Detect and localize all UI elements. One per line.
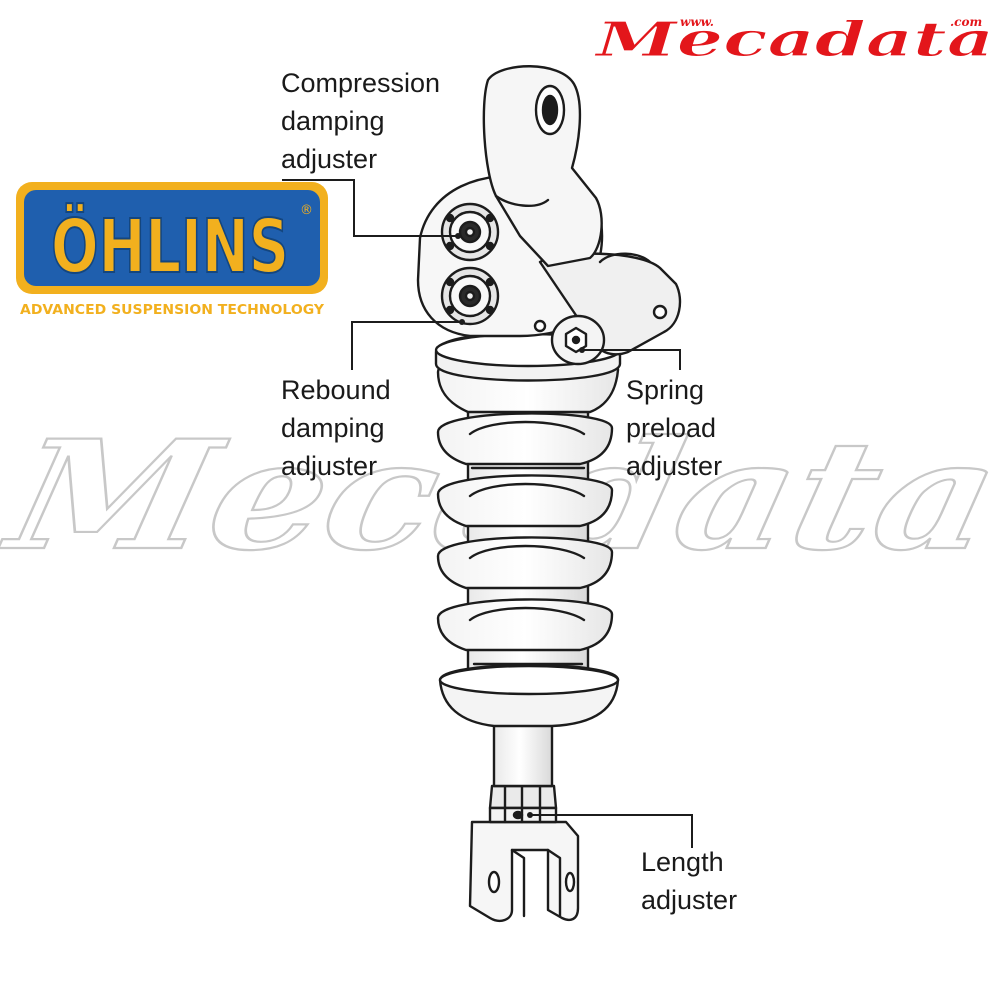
label-line: Rebound	[281, 375, 391, 405]
label-line: Compression	[281, 68, 441, 98]
callout-lines	[282, 179, 693, 848]
label-line: adjuster	[626, 451, 723, 481]
ohlins-tagline: ADVANCED SUSPENSION TECHNOLOGY	[20, 303, 325, 318]
rebound-damping-adjuster-label: Rebound damping adjuster	[281, 371, 391, 485]
ohlins-badge: ÖHLINS ® ADVANCED SUSPENSION TECHNOLOGY	[16, 182, 328, 318]
label-line: preload	[626, 413, 717, 443]
label-line: Length	[641, 847, 724, 877]
spring-preload-adjuster-knob	[533, 314, 606, 366]
shock-body	[416, 65, 682, 922]
compression-leader	[282, 179, 458, 237]
piston-rod	[492, 720, 554, 788]
label-line: adjuster	[641, 885, 738, 915]
label-line: Spring	[626, 375, 705, 405]
length-adjuster-nut	[488, 784, 558, 824]
mecadata-com-text: .com	[950, 15, 982, 29]
ohlins-logo-text: ÖHLINS	[51, 202, 289, 290]
rebound-adjuster-knob	[440, 266, 500, 326]
spring-preload-adjuster-label: Spring preload adjuster	[626, 371, 722, 485]
length-adjuster-label: Length adjuster	[641, 843, 737, 919]
label-line: damping	[281, 413, 385, 443]
label-line: damping	[281, 106, 385, 136]
ohlins-badge-panel	[24, 190, 320, 286]
label-line: adjuster	[281, 144, 378, 174]
top-eye-mount	[482, 65, 603, 268]
mecadata-logo: Mecadata www. .com	[592, 12, 994, 69]
spring-preload-leader	[582, 349, 681, 370]
rebound-leader	[351, 321, 462, 370]
lower-clevis	[468, 820, 580, 922]
compression-damping-adjuster-label: Compression damping adjuster	[281, 64, 440, 178]
mecadata-logo-text: Mecadata	[593, 12, 994, 68]
compression-adjuster-knob	[440, 202, 500, 262]
length-leader	[530, 814, 693, 848]
ohlins-registered-mark: ®	[300, 203, 313, 218]
mecadata-www-text: www.	[680, 15, 714, 29]
label-line: adjuster	[281, 451, 378, 481]
coil-spring	[436, 351, 620, 652]
